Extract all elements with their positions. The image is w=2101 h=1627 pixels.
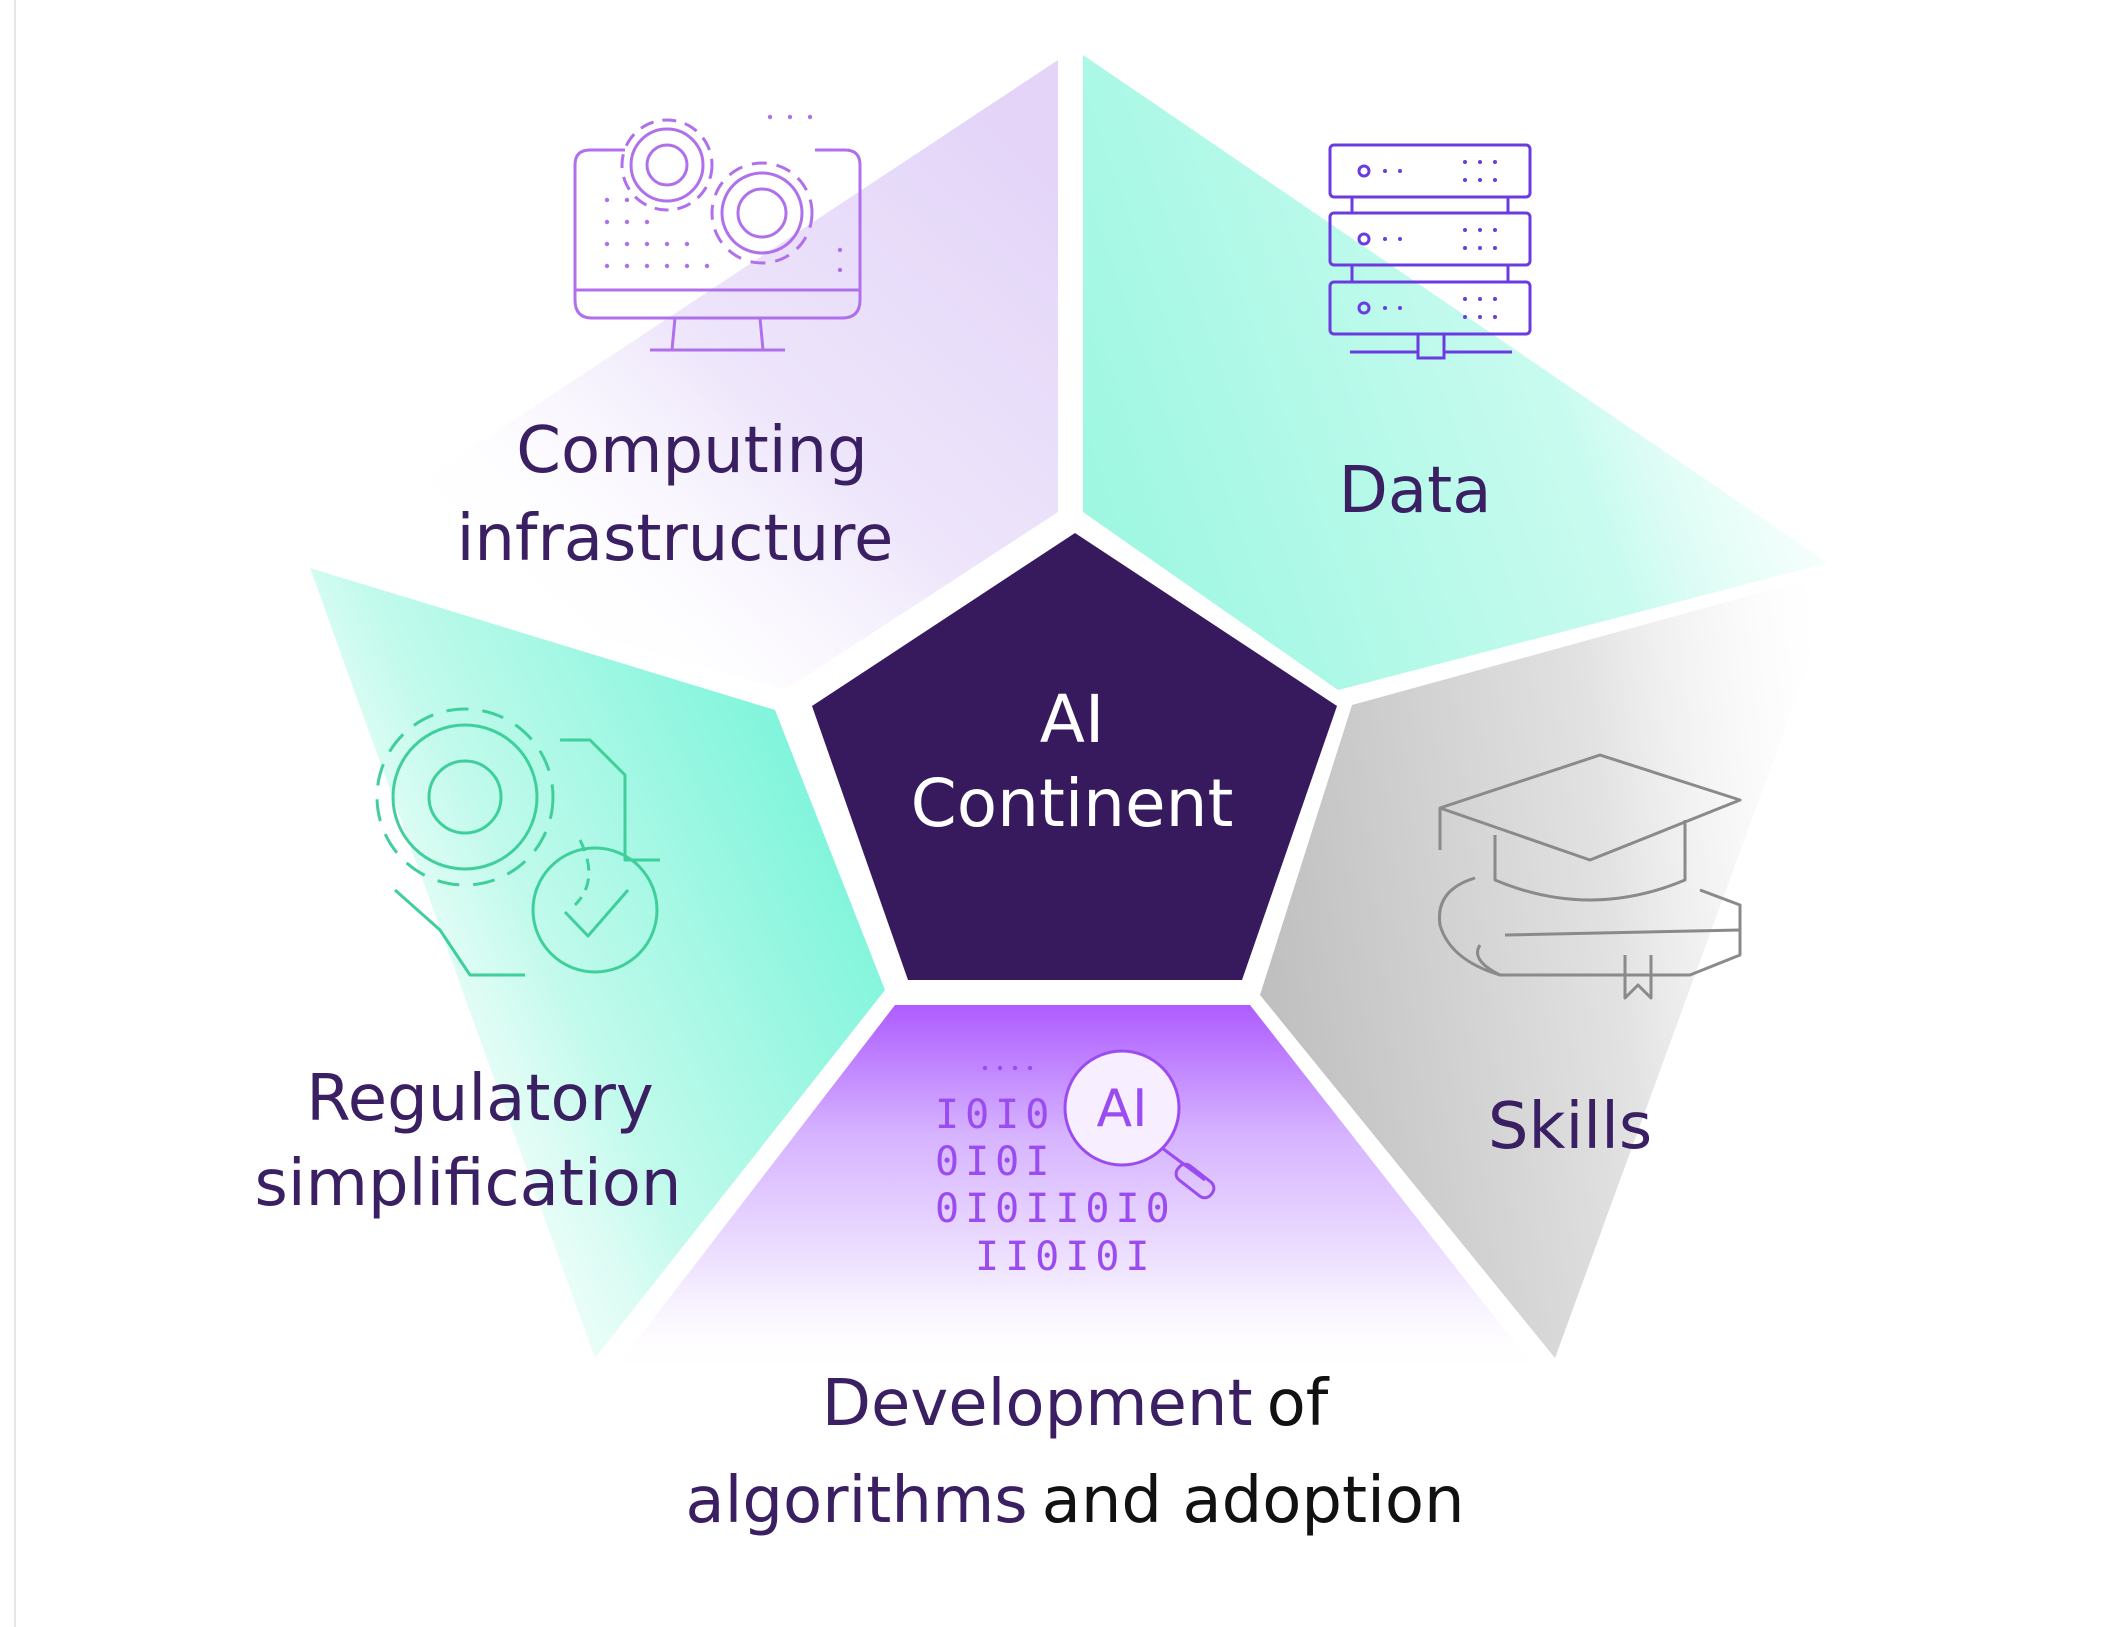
center-title-line2: Continent xyxy=(911,765,1234,842)
data-label: Data xyxy=(1339,454,1492,528)
binary-row-1: I0I0 xyxy=(935,1092,1055,1138)
computing-label-line2: infrastructure xyxy=(457,502,894,576)
segment-skills xyxy=(1260,570,1843,1358)
server-stack-icon xyxy=(1328,143,1532,360)
ai-badge-text: AI xyxy=(1097,1079,1148,1139)
segment-computing-infrastructure xyxy=(310,60,1058,690)
binary-row-3: 0I0II0I0 xyxy=(935,1186,1176,1232)
segment-regulatory-simplification xyxy=(310,568,885,1358)
segment-development-adoption xyxy=(610,1005,1540,1375)
center-pentagon xyxy=(812,533,1337,980)
graduation-cap-book-icon xyxy=(1437,753,1742,1000)
gears-checkmark-icon xyxy=(375,707,660,977)
binary-row-2: 0I0I xyxy=(935,1139,1055,1185)
ai-binary-search-icon: I0I0 0I0I 0I0II0I0 II0I0I AI xyxy=(935,1049,1216,1280)
binary-row-4: II0I0I xyxy=(975,1234,1156,1280)
skills-label: Skills xyxy=(1488,1090,1652,1164)
regulatory-label-line1: Regulatory xyxy=(306,1062,654,1136)
left-divider-line xyxy=(14,0,16,1627)
regulatory-label-line2: simplification xyxy=(255,1147,682,1221)
center-title-line1: AI xyxy=(1040,681,1105,758)
segment-data xyxy=(1083,55,1828,690)
monitor-gears-icon xyxy=(573,114,862,352)
computing-label-line1: Computing xyxy=(516,414,867,488)
